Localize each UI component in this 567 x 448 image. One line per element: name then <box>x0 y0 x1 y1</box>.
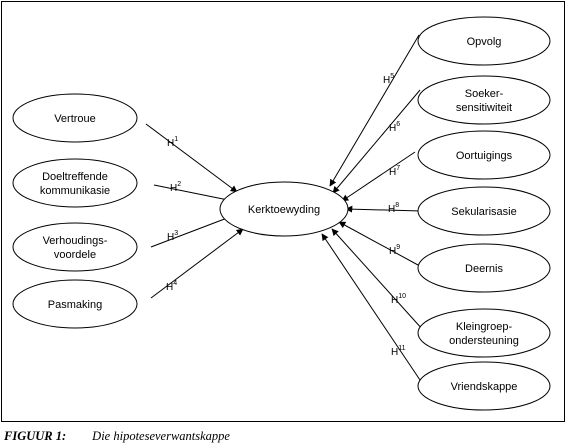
node-vertroue-ellipse <box>12 93 138 143</box>
hypothesis-label-h10: H10 <box>391 293 406 306</box>
node-sekularisasie-label-1: Sekularisasie <box>451 206 516 218</box>
node-deernis: Deernis <box>417 243 551 293</box>
hypothesis-label-h5: H5 <box>383 73 394 86</box>
node-kerktoewyding: Kerktoewyding <box>219 181 349 237</box>
node-opvolg-label-1: Opvolg <box>467 36 502 48</box>
hypothesis-label-h11-letter: H <box>391 347 398 358</box>
hypothesis-label-h3-letter: H <box>167 232 174 243</box>
arrow-h11 <box>321 233 421 381</box>
hypothesis-label-h7-number: 7 <box>396 165 400 172</box>
arrow-h1 <box>145 123 238 193</box>
arrow-h8 <box>345 205 422 213</box>
node-pasmaking: Pasmaking <box>12 279 138 329</box>
node-kleingroep-ondersteuning-label-2: ondersteuning <box>449 335 519 347</box>
diagram-frame <box>1 1 565 422</box>
hypothesis-label-h5-letter: H <box>383 75 390 86</box>
node-pasmaking-label-1: Pasmaking <box>48 299 102 311</box>
node-kerktoewyding-ellipse <box>219 181 349 237</box>
hypothesis-label-h1-letter: H <box>167 138 174 149</box>
hypothesis-label-h7-letter: H <box>389 167 396 178</box>
node-soeker-sensitiwiteit: Soeker-sensitiwiteit <box>417 75 551 125</box>
node-vertroue-label-1: Vertroue <box>54 113 96 125</box>
hypothesis-label-h11: H11 <box>391 345 406 358</box>
hypothesis-label-h1-number: 1 <box>174 136 178 143</box>
node-kleingroep-ondersteuning-ellipse <box>417 308 551 358</box>
node-sekularisasie-ellipse <box>417 186 551 236</box>
arrows-layer <box>145 34 424 381</box>
hypothesis-label-h10-number: 10 <box>398 293 406 300</box>
arrow-h5 <box>329 34 420 187</box>
node-soeker-sensitiwiteit-label-1: Soeker- <box>465 88 504 100</box>
hypothesis-label-h11-number: 11 <box>398 345 405 352</box>
hypothesis-label-h8-number: 8 <box>395 202 399 209</box>
node-opvolg: Opvolg <box>417 16 551 66</box>
node-kleingroep-ondersteuning: Kleingroep-ondersteuning <box>417 308 551 358</box>
node-verhoudings-voordele-label-1: Verhoudings- <box>43 235 108 247</box>
caption-title: Die hipoteseverwantskappe <box>92 429 230 443</box>
node-vriendskappe-ellipse <box>417 361 551 411</box>
figure-caption: FIGUUR 1: Die hipoteseverwantskappe <box>4 429 230 444</box>
hypothesis-label-h2-number: 2 <box>177 181 181 188</box>
hypothesis-label-h3: H3 <box>167 230 178 243</box>
node-verhoudings-voordele: Verhoudings-voordele <box>12 222 138 272</box>
node-vriendskappe-label-1: Vriendskappe <box>451 381 518 393</box>
arrow-h9 <box>338 221 419 266</box>
arrow-h3 <box>150 213 236 248</box>
hypothesis-label-h6: H6 <box>389 121 400 134</box>
node-opvolg-ellipse <box>417 16 551 66</box>
node-kerktoewyding-label-1: Kerktoewyding <box>248 204 320 216</box>
node-deernis-label-1: Deernis <box>465 263 503 275</box>
arrow-h2 <box>153 184 234 204</box>
hypothesis-label-h4: H4 <box>166 280 177 293</box>
arrow-h6 <box>332 89 421 194</box>
hypothesis-label-h9-number: 9 <box>396 244 400 251</box>
node-pasmaking-ellipse <box>12 279 138 329</box>
node-doeltreffende-kommunikasie-label-1: Doeltreffende <box>42 171 108 183</box>
node-doeltreffende-kommunikasie-ellipse <box>12 158 138 208</box>
hypothesis-label-h2-letter: H <box>170 183 177 194</box>
node-oortuigings-label-1: Oortuigings <box>456 150 513 162</box>
arrow-h7 <box>341 151 416 202</box>
node-deernis-ellipse <box>417 243 551 293</box>
arrow-h10 <box>331 228 424 331</box>
node-verhoudings-voordele-label-2: voordele <box>54 249 96 261</box>
hypothesis-label-h7: H7 <box>389 165 400 178</box>
arrow-h4 <box>150 228 244 299</box>
node-oortuigings: Oortuigings <box>417 130 551 180</box>
hypothesis-label-h2: H2 <box>170 181 181 194</box>
hypothesis-label-h8: H8 <box>388 202 399 215</box>
caption-number: FIGUUR 1: <box>4 429 67 443</box>
hypothesis-label-h9-letter: H <box>389 246 396 257</box>
hypothesis-label-h5-number: 5 <box>390 73 394 80</box>
hypothesis-label-h1: H1 <box>167 136 178 149</box>
hypothesis-label-h9: H9 <box>389 244 400 257</box>
node-oortuigings-ellipse <box>417 130 551 180</box>
hypothesis-label-h3-number: 3 <box>174 230 178 237</box>
hypothesis-label-h6-letter: H <box>389 123 396 134</box>
hypothesis-label-h8-letter: H <box>388 204 395 215</box>
node-verhoudings-voordele-ellipse <box>12 222 138 272</box>
node-doeltreffende-kommunikasie-label-2: kommunikasie <box>40 185 110 197</box>
hypothesis-label-h4-number: 4 <box>173 280 177 287</box>
hypothesis-label-h10-letter: H <box>391 295 398 306</box>
node-doeltreffende-kommunikasie: Doeltreffende kommunikasie <box>12 158 138 208</box>
hypothesis-label-h6-number: 6 <box>396 121 400 128</box>
node-sekularisasie: Sekularisasie <box>417 186 551 236</box>
node-soeker-sensitiwiteit-label-2: sensitiwiteit <box>456 102 512 114</box>
node-kleingroep-ondersteuning-label-1: Kleingroep- <box>456 321 513 333</box>
node-soeker-sensitiwiteit-ellipse <box>417 75 551 125</box>
node-vertroue: Vertroue <box>12 93 138 143</box>
node-vriendskappe: Vriendskappe <box>417 361 551 411</box>
hypothesis-label-h4-letter: H <box>166 282 173 293</box>
